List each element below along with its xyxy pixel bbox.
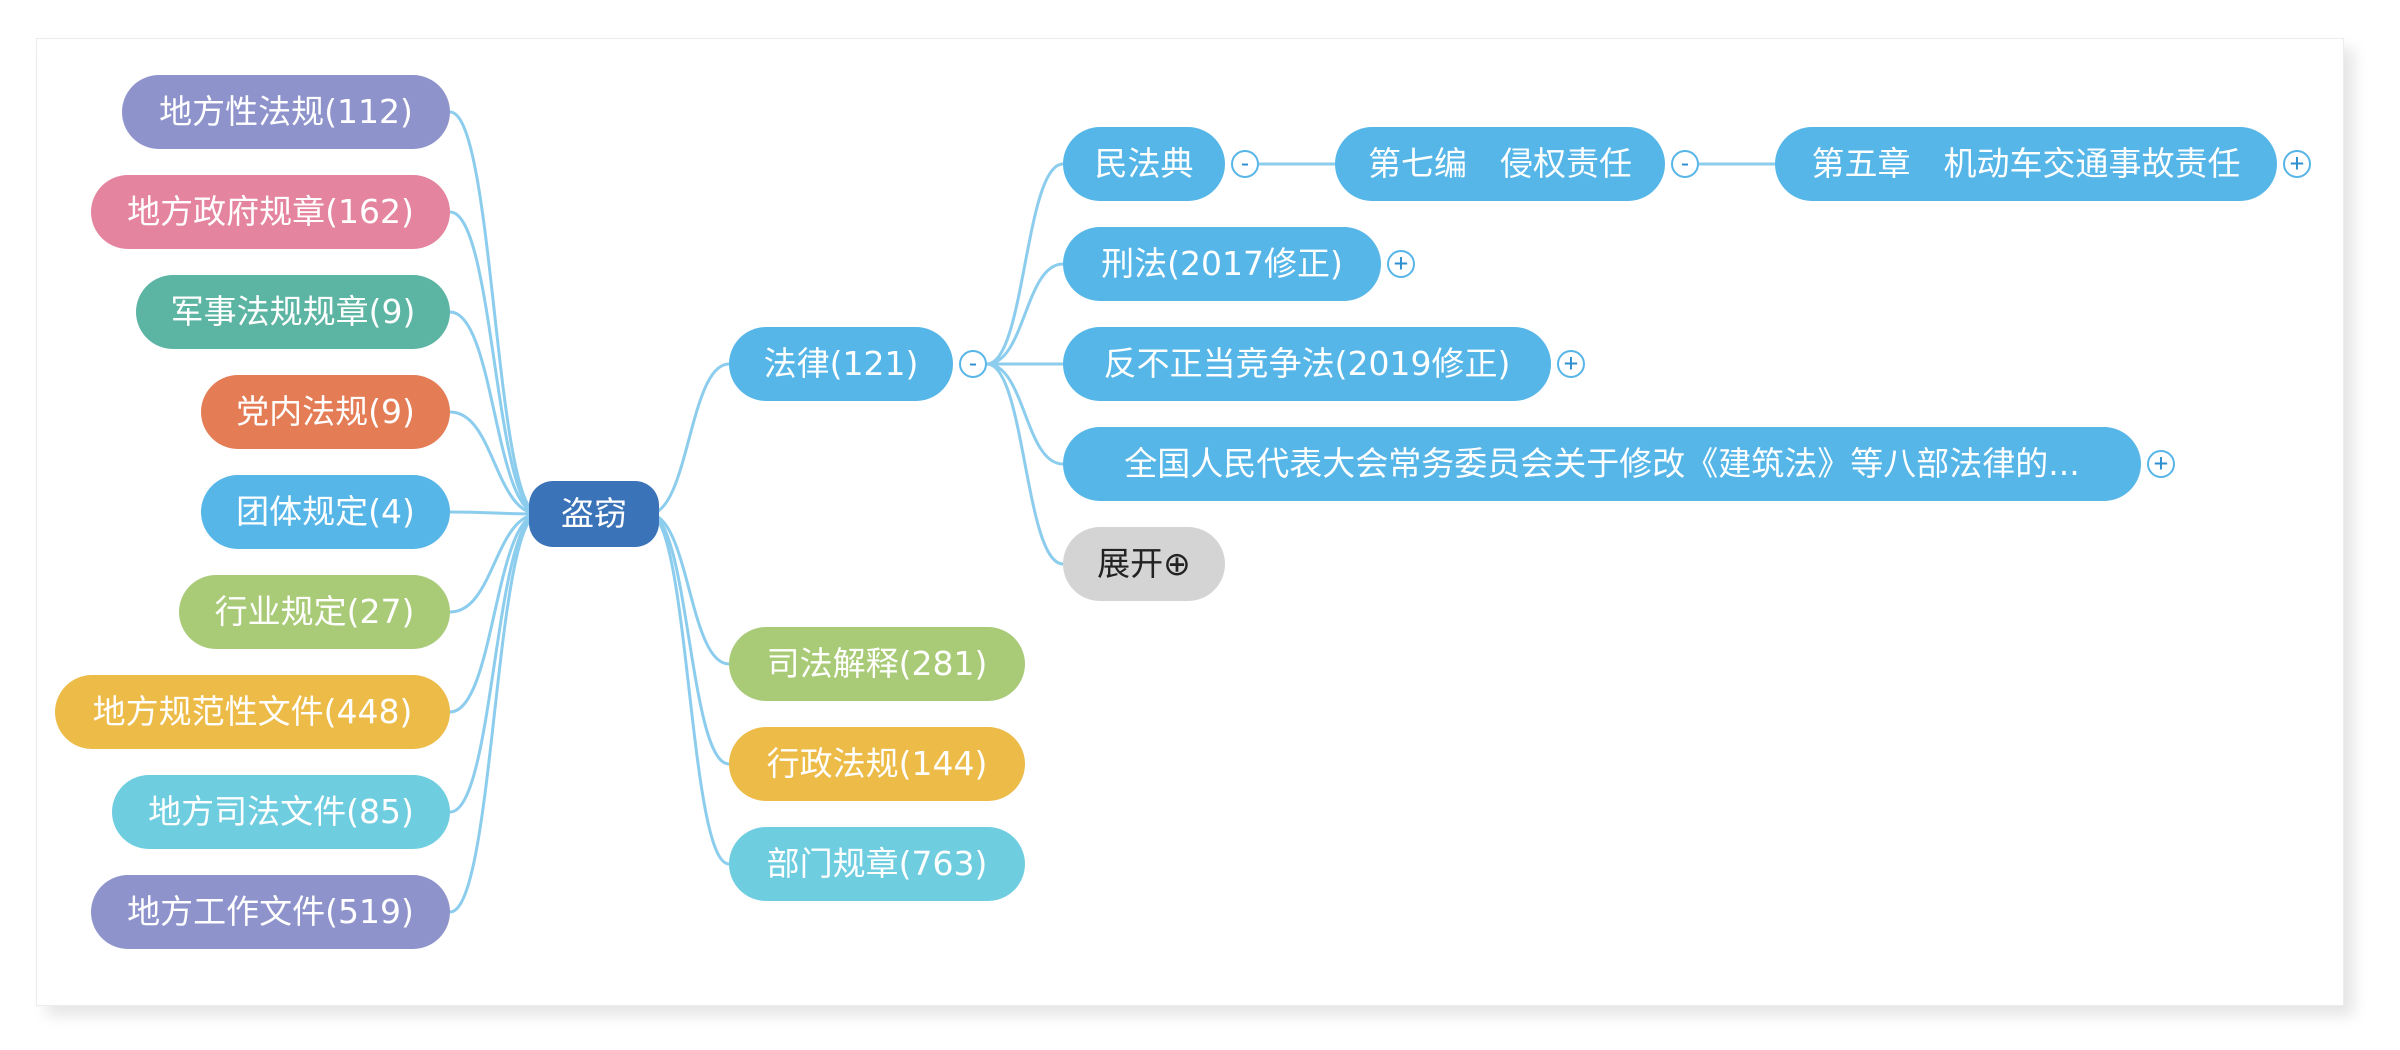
link-law-child-3 [986,362,1064,466]
branch-local-regulations[interactable]: 地方性法规(112) [122,75,450,149]
link-root-left-4 [449,510,540,516]
branch-group-rules[interactable]: 团体规定(4) [201,475,450,549]
branch-party-regulations[interactable]: 党内法规(9) [201,375,450,449]
law-criminal-law[interactable]: 刑法(2017修正) [1063,227,1381,301]
branch-departmental-rules[interactable]: 部门规章(763) [729,827,1025,901]
law-expand-more-button[interactable]: 展开⊕ [1063,527,1225,601]
law-anti-unfair-competition[interactable]: 反不正当竞争法(2019修正) [1063,327,1551,401]
link-law-child-0 [986,162,1064,366]
branch-local-judicial-docs[interactable]: 地方司法文件(85) [112,775,450,849]
link-root-left-3 [449,410,540,516]
npc-decision-expand-toggle[interactable]: + [2147,450,2175,478]
law-npc-decision-amendment[interactable]: 全国人民代表大会常务委员会关于修改《建筑法》等八部法律的... [1063,427,2141,501]
link-root-left-2 [449,310,540,516]
book-7-chapter-5[interactable]: 第五章 机动车交通事故责任 [1775,127,2277,201]
criminal-law-expand-toggle[interactable]: + [1387,250,1415,278]
anti-unfair-competition-expand-toggle[interactable]: + [1557,350,1585,378]
link-root-law [648,362,730,516]
mindmap-canvas: 盗窃 地方性法规(112) 地方政府规章(162) 军事法规规章(9) 党内法规… [36,38,2344,1006]
link-root-left-8 [449,512,540,914]
law-collapse-toggle[interactable]: - [959,350,987,378]
branch-local-work-docs[interactable]: 地方工作文件(519) [91,875,450,949]
connector-lines [449,110,1775,914]
link-root-administrative [648,512,730,766]
branch-local-normative-docs[interactable]: 地方规范性文件(448) [55,675,450,749]
link-root-left-0 [449,110,540,516]
root-node[interactable]: 盗窃 [529,481,659,547]
book-7-collapse-toggle[interactable]: - [1671,150,1699,178]
law-civil-code[interactable]: 民法典 [1063,127,1225,201]
link-root-left-7 [449,512,540,814]
chapter-5-expand-toggle[interactable]: + [2283,150,2311,178]
civil-code-book-7[interactable]: 第七编 侵权责任 [1335,127,1665,201]
branch-law[interactable]: 法律(121) [729,327,953,401]
link-root-departmental [648,512,730,866]
civil-code-collapse-toggle[interactable]: - [1231,150,1259,178]
link-root-left-5 [449,512,540,614]
branch-administrative-regulations[interactable]: 行政法规(144) [729,727,1025,801]
link-root-judicial [648,512,730,666]
branch-military-rules[interactable]: 军事法规规章(9) [136,275,450,349]
link-law-child-4 [986,362,1064,566]
link-root-left-6 [449,512,540,714]
branch-industry-rules[interactable]: 行业规定(27) [179,575,450,649]
branch-judicial-interpretation[interactable]: 司法解释(281) [729,627,1025,701]
branch-local-government-rules[interactable]: 地方政府规章(162) [91,175,450,249]
link-root-left-1 [449,210,540,516]
link-law-child-1 [986,262,1064,366]
